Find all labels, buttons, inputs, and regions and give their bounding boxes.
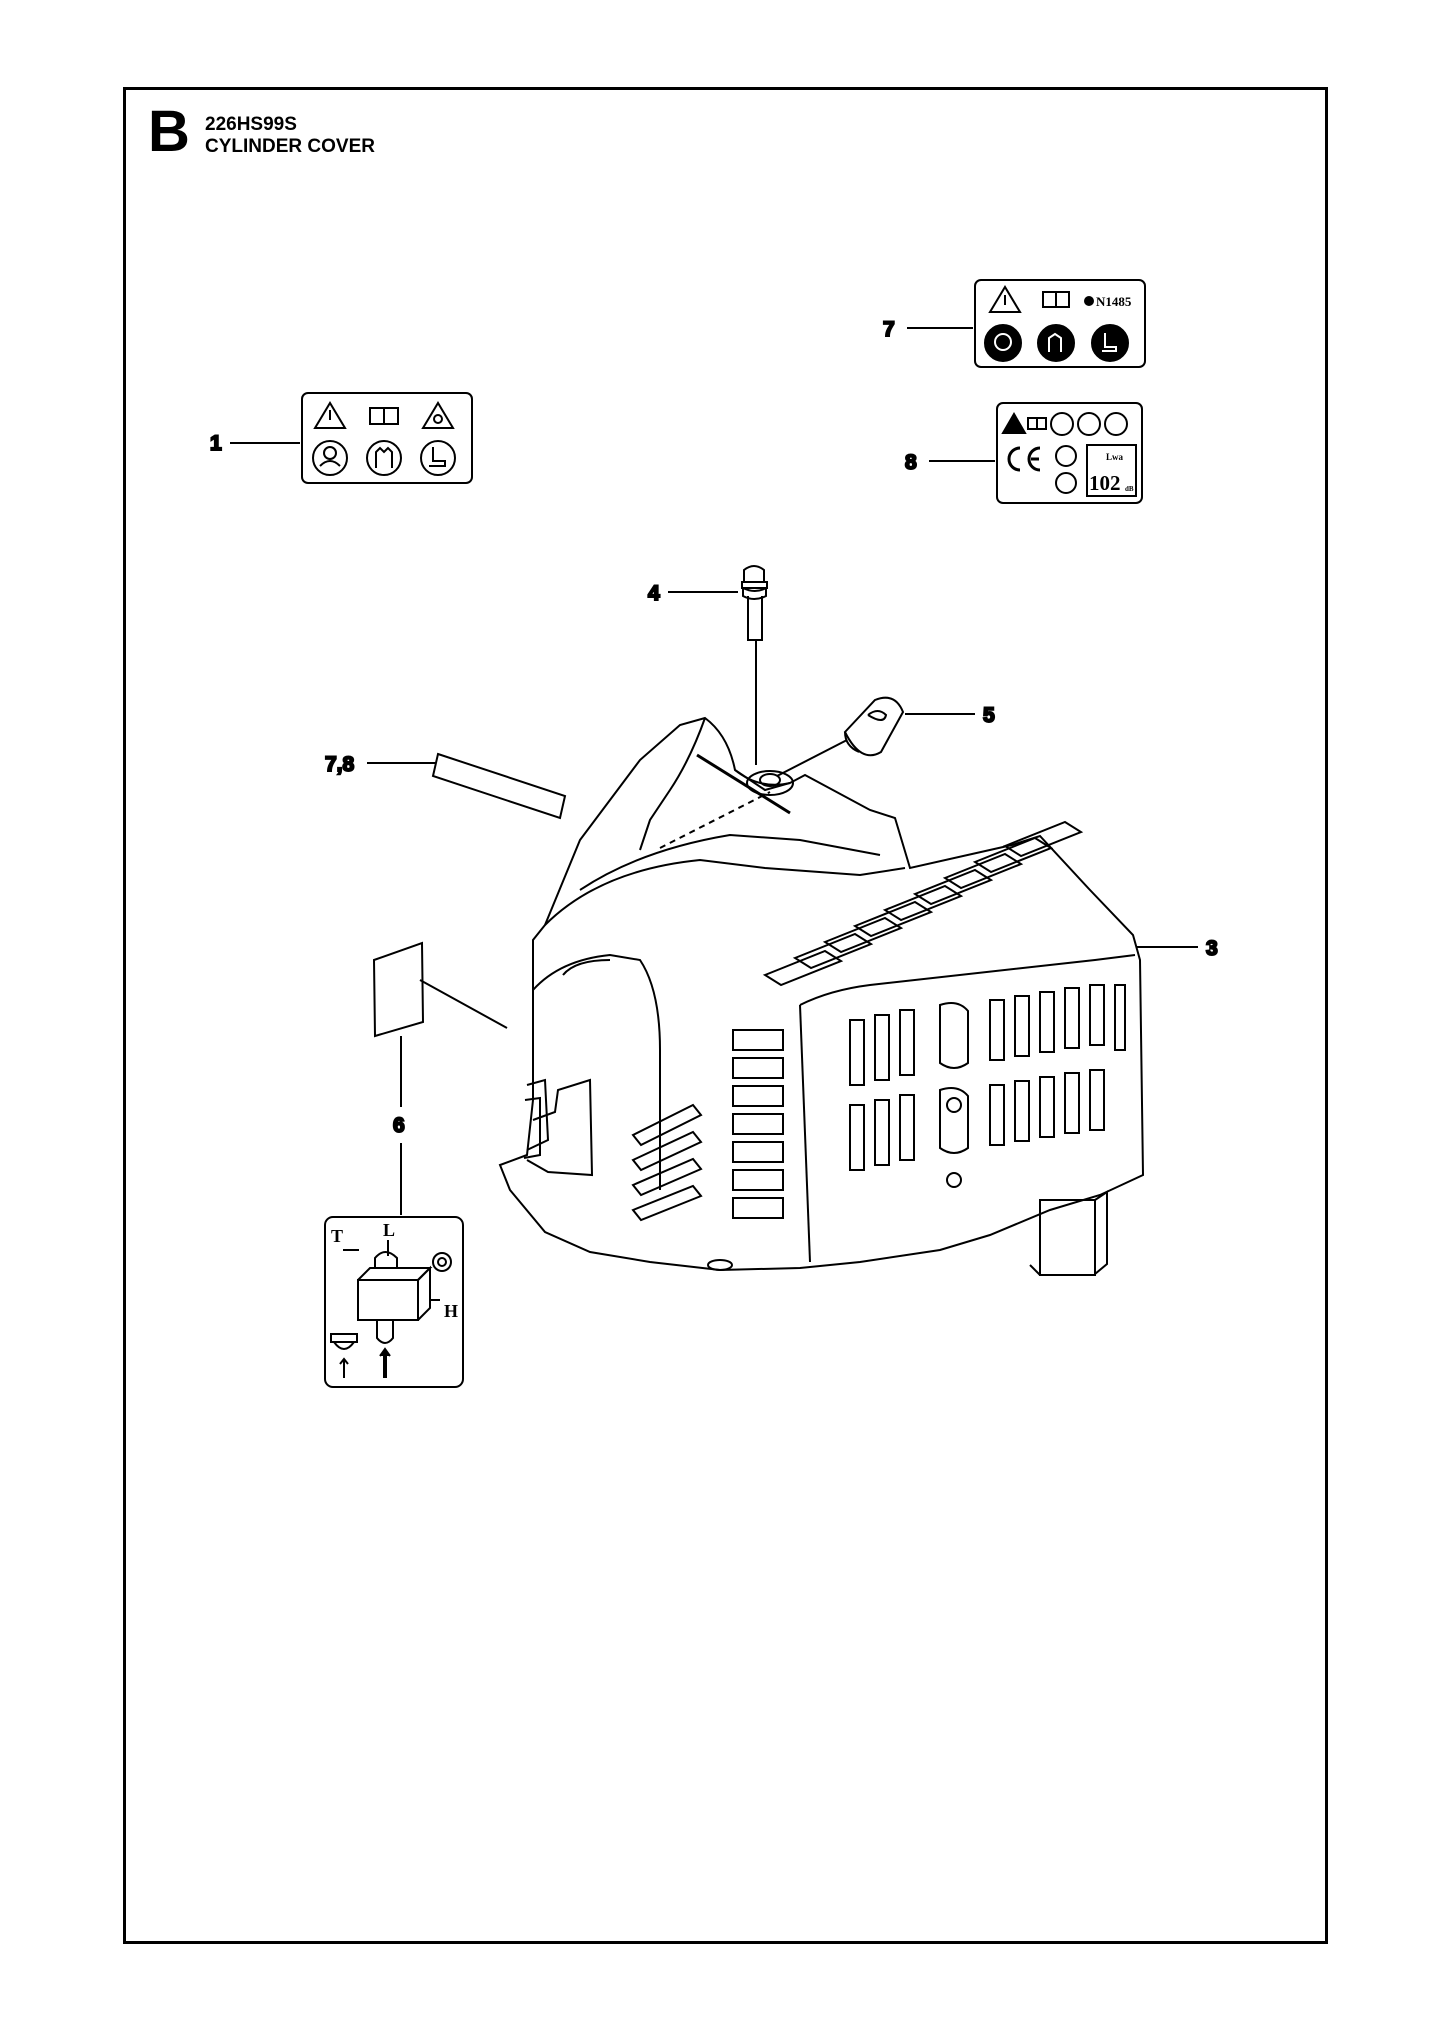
decal-standard-text: N1485 bbox=[1096, 294, 1132, 309]
front-vent-slots bbox=[849, 984, 1126, 1188]
noise-db-text: dB bbox=[1125, 485, 1134, 493]
cylinder-cover-part-3 bbox=[498, 716, 1145, 1276]
callout-5: 5 bbox=[983, 704, 995, 727]
decal-placement-7-8 bbox=[431, 752, 567, 820]
top-grille-ribs bbox=[762, 820, 1084, 987]
face-protection-icon bbox=[1050, 412, 1074, 436]
screw-part-4 bbox=[741, 565, 768, 641]
diagram-title: CYLINDER COVER bbox=[205, 136, 375, 157]
thrown-object-warning-icon bbox=[421, 401, 455, 429]
safety-decal-7: N1485 bbox=[974, 279, 1146, 368]
warning-triangle-icon bbox=[313, 401, 347, 429]
assembly-line-5 bbox=[776, 739, 848, 777]
boots-icon bbox=[420, 440, 456, 476]
left-vent-slots bbox=[631, 1103, 703, 1222]
manual-book-icon bbox=[369, 407, 399, 425]
pct-mark-icon bbox=[1055, 445, 1077, 467]
gloves-icon bbox=[366, 440, 402, 476]
noise-unit-text: Lwa bbox=[1106, 452, 1124, 462]
assembly-line-6 bbox=[419, 979, 508, 1029]
eac-mark-icon bbox=[1055, 472, 1077, 494]
certification-decal-8: Lwa 102 dB bbox=[996, 402, 1143, 504]
noise-level-box bbox=[1086, 444, 1137, 497]
page-frame bbox=[123, 87, 1328, 1944]
section-letter: B bbox=[148, 99, 190, 164]
gloves-icon bbox=[1037, 324, 1075, 362]
callout-8: 8 bbox=[905, 451, 917, 474]
center-vent-louvers bbox=[732, 1029, 784, 1219]
decal-placement-6 bbox=[372, 941, 425, 1038]
callout-4: 4 bbox=[648, 582, 660, 605]
rubber-buffer-part-5 bbox=[843, 696, 905, 757]
standard-mark-icon bbox=[1084, 296, 1094, 306]
callout-7: 7 bbox=[883, 318, 895, 341]
manual-book-icon bbox=[1042, 291, 1070, 308]
ce-mark-icon bbox=[1007, 446, 1021, 472]
cover-mounting-tab bbox=[1039, 1199, 1096, 1276]
safety-decal-1 bbox=[301, 392, 473, 484]
noise-value-text: 102 bbox=[1089, 471, 1121, 495]
warning-triangle-icon bbox=[988, 285, 1022, 313]
boots-icon bbox=[1091, 324, 1129, 362]
callout-1: 1 bbox=[210, 432, 222, 455]
decal-h-label: H bbox=[444, 1301, 458, 1321]
decal-l-label: L bbox=[383, 1220, 395, 1240]
ear-eye-protection-icon bbox=[984, 324, 1022, 362]
decal-t-label: T bbox=[331, 1226, 343, 1246]
gloves-icon bbox=[1077, 412, 1101, 436]
model-number: 226HS99S bbox=[205, 114, 297, 135]
callout-3: 3 bbox=[1206, 937, 1218, 960]
manual-book-icon bbox=[1027, 417, 1047, 430]
thrown-object-icon bbox=[1104, 412, 1128, 436]
carburetor-adjustment-decal-6: T L H bbox=[324, 1216, 464, 1388]
carburetor-body-icon bbox=[357, 1279, 419, 1321]
callout-6: 6 bbox=[393, 1114, 405, 1137]
face-protection-icon bbox=[312, 440, 348, 476]
callout-7-8: 7,8 bbox=[325, 753, 355, 776]
primer-bulb-icon bbox=[330, 1333, 358, 1343]
warning-triangle-icon bbox=[1001, 412, 1027, 434]
